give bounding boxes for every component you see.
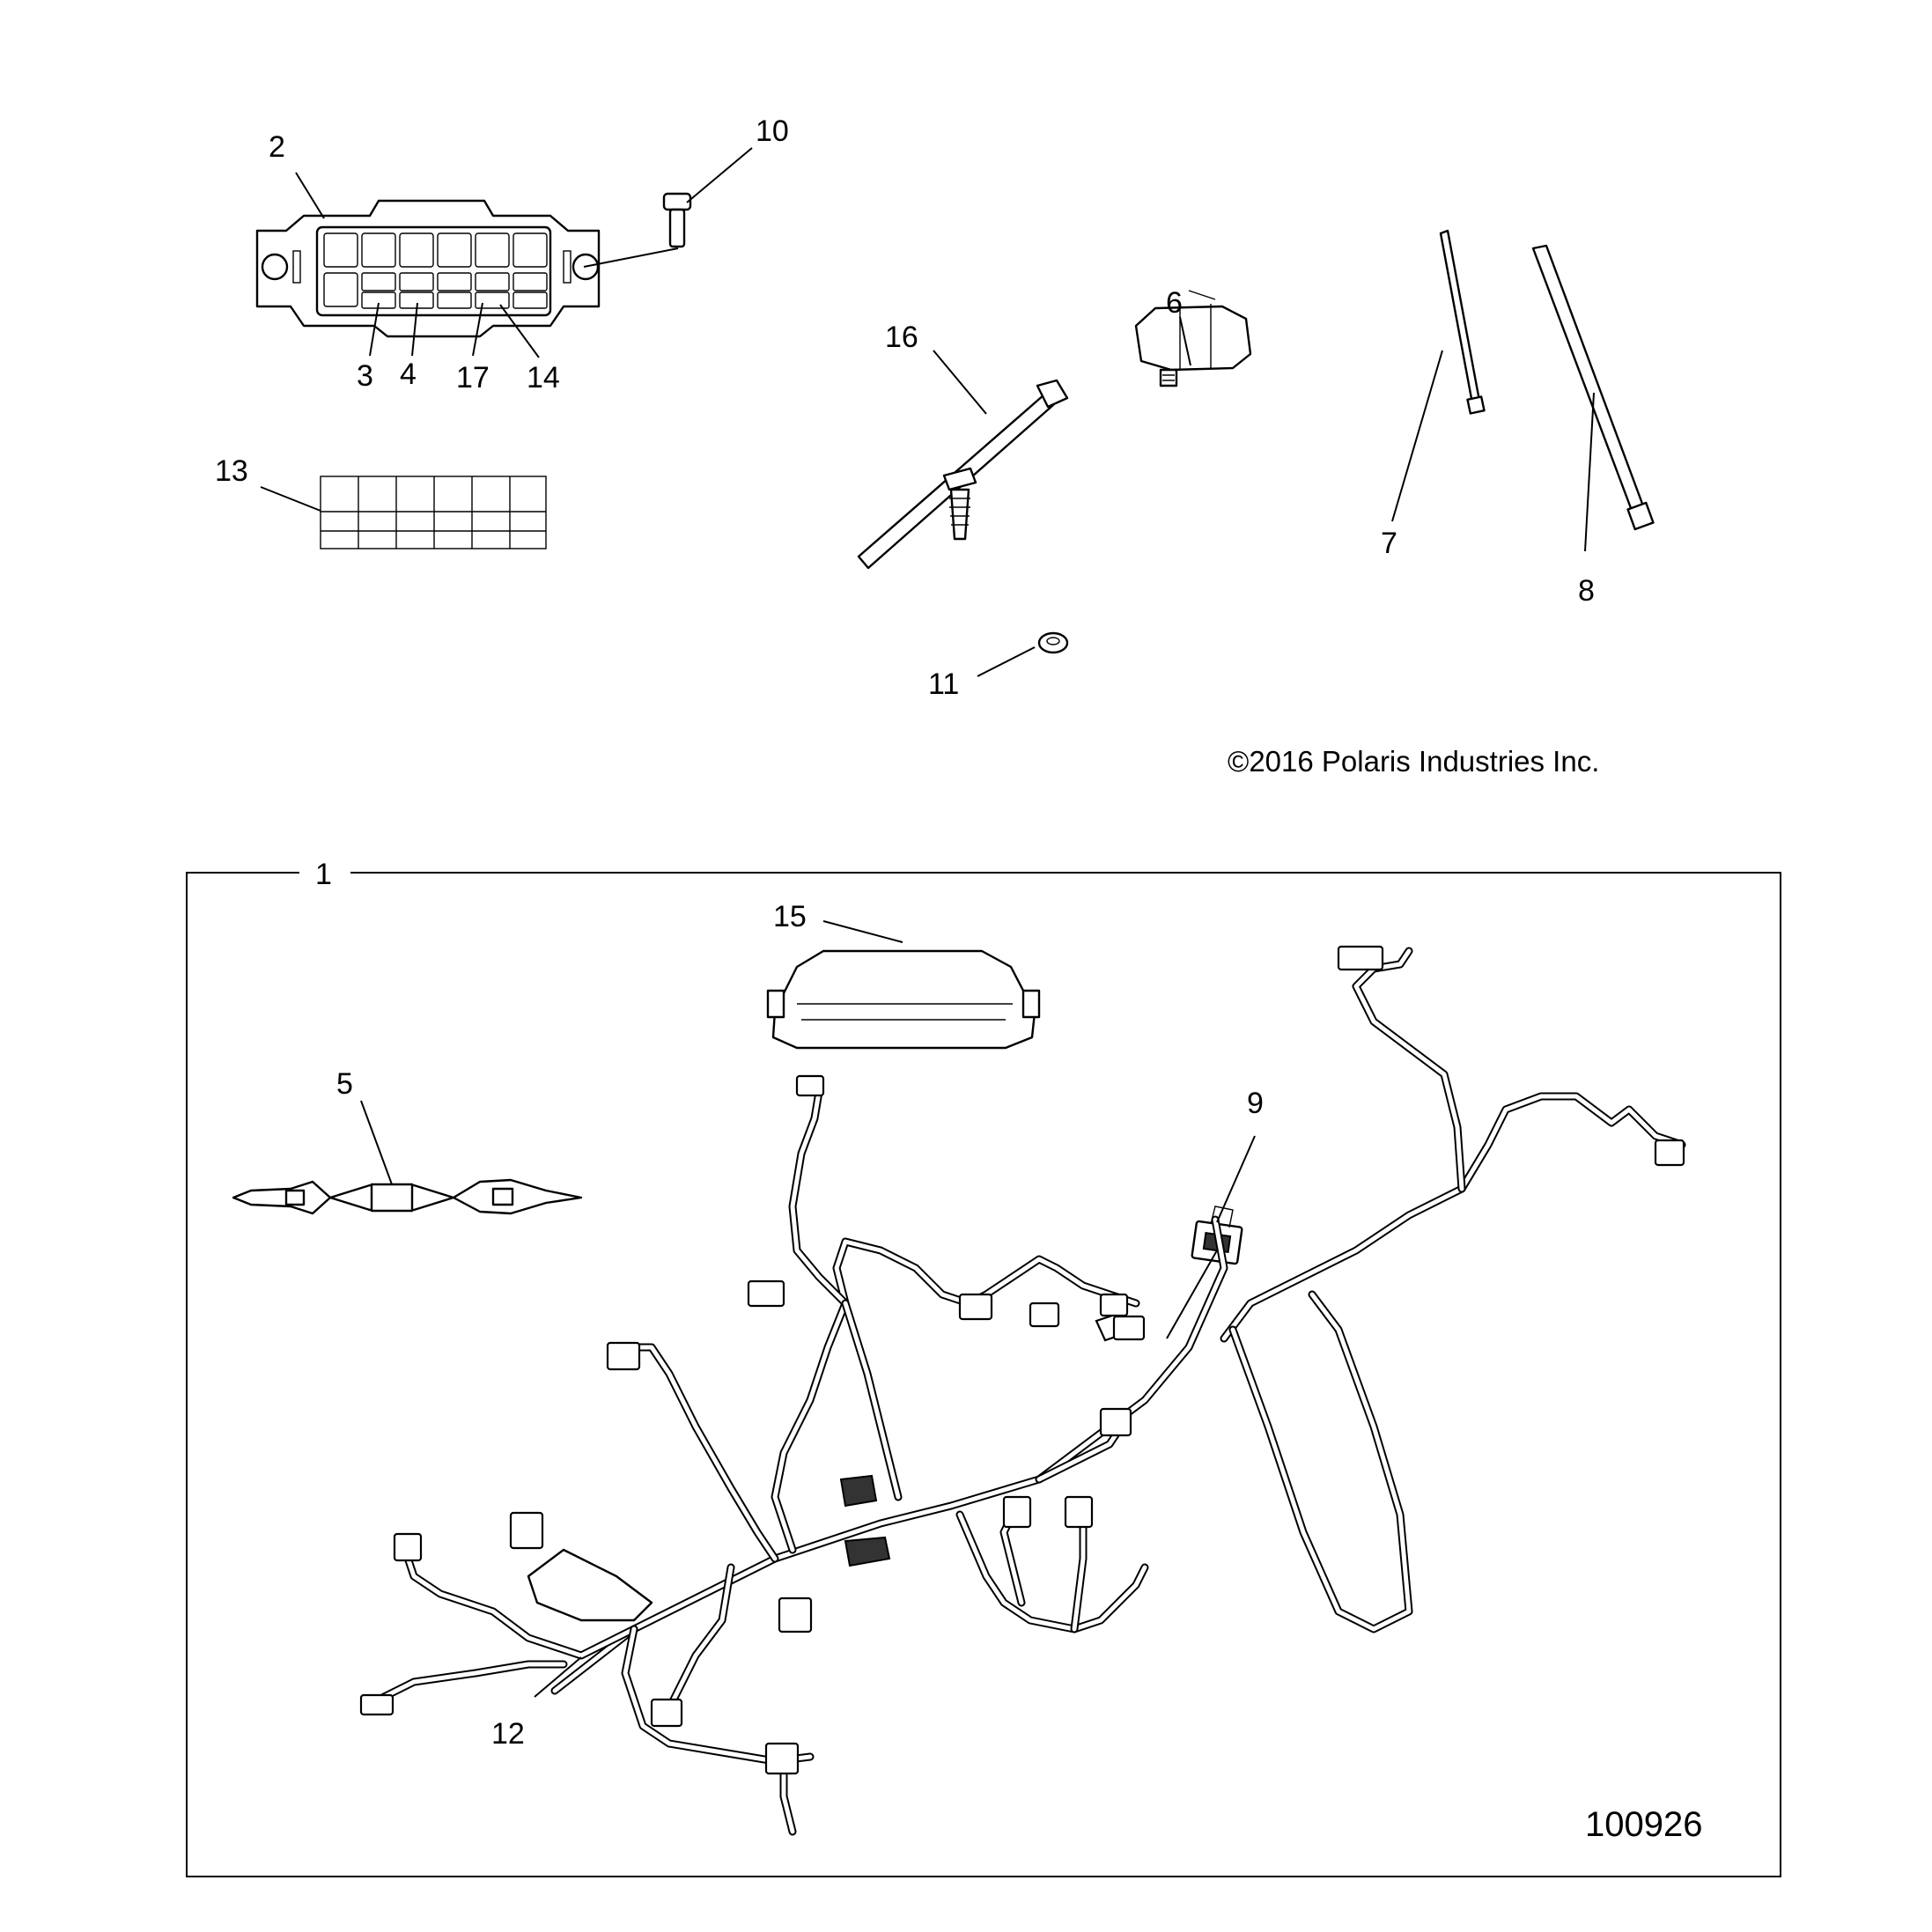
fuse-relay-box (255, 199, 601, 338)
callout-7: 7 (1381, 527, 1397, 560)
callout-13: 13 (215, 454, 248, 488)
connector-mount-clip (1134, 290, 1252, 387)
callout-4: 4 (400, 358, 417, 391)
callout-16: 16 (885, 321, 918, 354)
callout-14: 14 (527, 361, 560, 395)
fuse-box-cover (766, 949, 1041, 1050)
copyright-notice: ©2016 Polaris Industries Inc. (1228, 745, 1599, 778)
inline-fuse-holder (232, 1178, 583, 1215)
callout-17: 17 (456, 361, 490, 395)
main-wire-harness (359, 945, 1686, 1836)
callout-9: 9 (1247, 1087, 1264, 1120)
figure-number: 100926 (1585, 1805, 1702, 1844)
cable-tie-long (1531, 244, 1655, 531)
bolt (662, 192, 692, 248)
callout-3: 3 (357, 359, 373, 393)
callout-5: 5 (336, 1067, 353, 1101)
fuse-label-decal (320, 476, 547, 549)
callout-1: 1 (315, 858, 332, 891)
cable-tie-short (1439, 229, 1486, 415)
push-nut (1037, 631, 1069, 654)
callout-2: 2 (269, 130, 285, 164)
relay-grid (323, 232, 548, 309)
callout-15: 15 (773, 900, 807, 933)
callout-10: 10 (756, 114, 789, 148)
cable-tie-push-mount (857, 379, 1069, 570)
callout-8: 8 (1578, 574, 1595, 608)
callout-12: 12 (491, 1717, 525, 1751)
harness-frame (186, 872, 1781, 1877)
callout-6: 6 (1166, 286, 1183, 320)
leader-lines (260, 147, 1595, 1698)
callout-11: 11 (928, 667, 959, 701)
